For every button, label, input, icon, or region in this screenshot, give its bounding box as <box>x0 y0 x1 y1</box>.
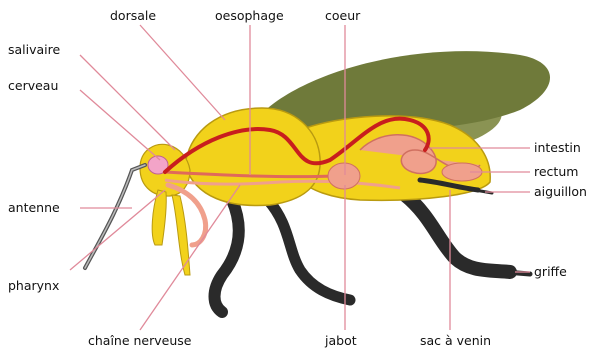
label-salivaire: salivaire <box>8 42 61 57</box>
label-antenne: antenne <box>8 200 60 215</box>
label-rectum: rectum <box>534 164 578 179</box>
label-jabot: jabot <box>324 333 357 348</box>
label-pharynx: pharynx <box>8 278 59 293</box>
legs <box>215 195 531 312</box>
leader-cerveau <box>80 90 160 160</box>
label-coeur: coeur <box>325 8 361 23</box>
middle-leg <box>268 200 350 300</box>
label-cerveau: cerveau <box>8 78 58 93</box>
label-oesophage: oesophage <box>215 8 284 23</box>
crop <box>328 163 360 189</box>
label-intestin: intestin <box>534 140 581 155</box>
label-sac-a-venin: sac à venin <box>420 333 491 348</box>
label-dorsale: dorsale <box>110 8 156 23</box>
body <box>140 108 490 275</box>
mouthparts-2 <box>172 195 190 275</box>
label-griffe: griffe <box>534 264 567 279</box>
label-aiguillon: aiguillon <box>534 184 587 199</box>
leader-dorsale <box>140 25 225 120</box>
hind-leg <box>405 195 510 272</box>
label-chaine-nerveuse: chaîne nerveuse <box>88 333 192 348</box>
